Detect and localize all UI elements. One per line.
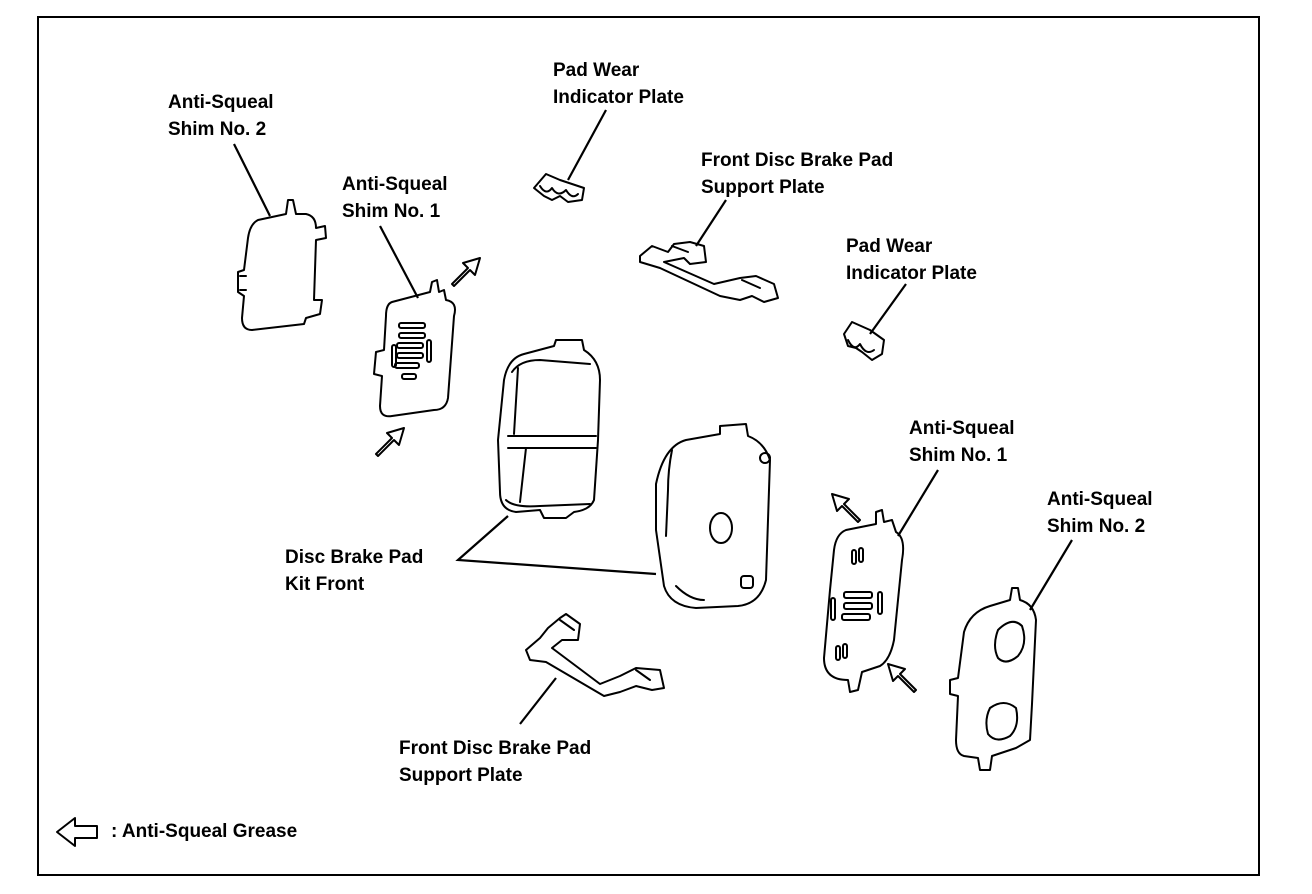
disc-brake-pad-left (497, 339, 601, 519)
label-support-plate-top: Front Disc Brake Pad Support Plate (701, 150, 894, 198)
hollow-arrow-icon (56, 817, 98, 847)
legend-text: : Anti-Squeal Grease (111, 821, 298, 842)
anti-squeal-shim-2-right (949, 587, 1037, 771)
label-wear-indicator-right: Pad Wear Indicator Plate (846, 236, 977, 284)
anti-squeal-shim-2-left (237, 199, 327, 331)
label-shim-1-right: Anti-Squeal Shim No. 1 (909, 418, 1015, 466)
label-shim-2-right: Anti-Squeal Shim No. 2 (1047, 489, 1153, 537)
diagram-frame (37, 16, 1260, 876)
anti-squeal-shim-1-right (823, 493, 917, 693)
leader-lines (233, 109, 1073, 725)
support-plate-bottom (525, 613, 665, 697)
label-pad-kit: Disc Brake Pad Kit Front (285, 547, 424, 595)
support-plate-top (639, 241, 779, 303)
anti-squeal-shim-1-left (373, 257, 481, 457)
label-shim-2-left: Anti-Squeal Shim No. 2 (168, 92, 274, 140)
disc-brake-pad-right (655, 423, 771, 609)
pad-wear-indicator-right (843, 321, 885, 361)
label-shim-1-left: Anti-Squeal Shim No. 1 (342, 174, 448, 222)
pad-wear-indicator-top (533, 173, 585, 203)
label-wear-indicator-top: Pad Wear Indicator Plate (553, 60, 684, 108)
label-support-plate-bottom: Front Disc Brake Pad Support Plate (399, 738, 592, 786)
